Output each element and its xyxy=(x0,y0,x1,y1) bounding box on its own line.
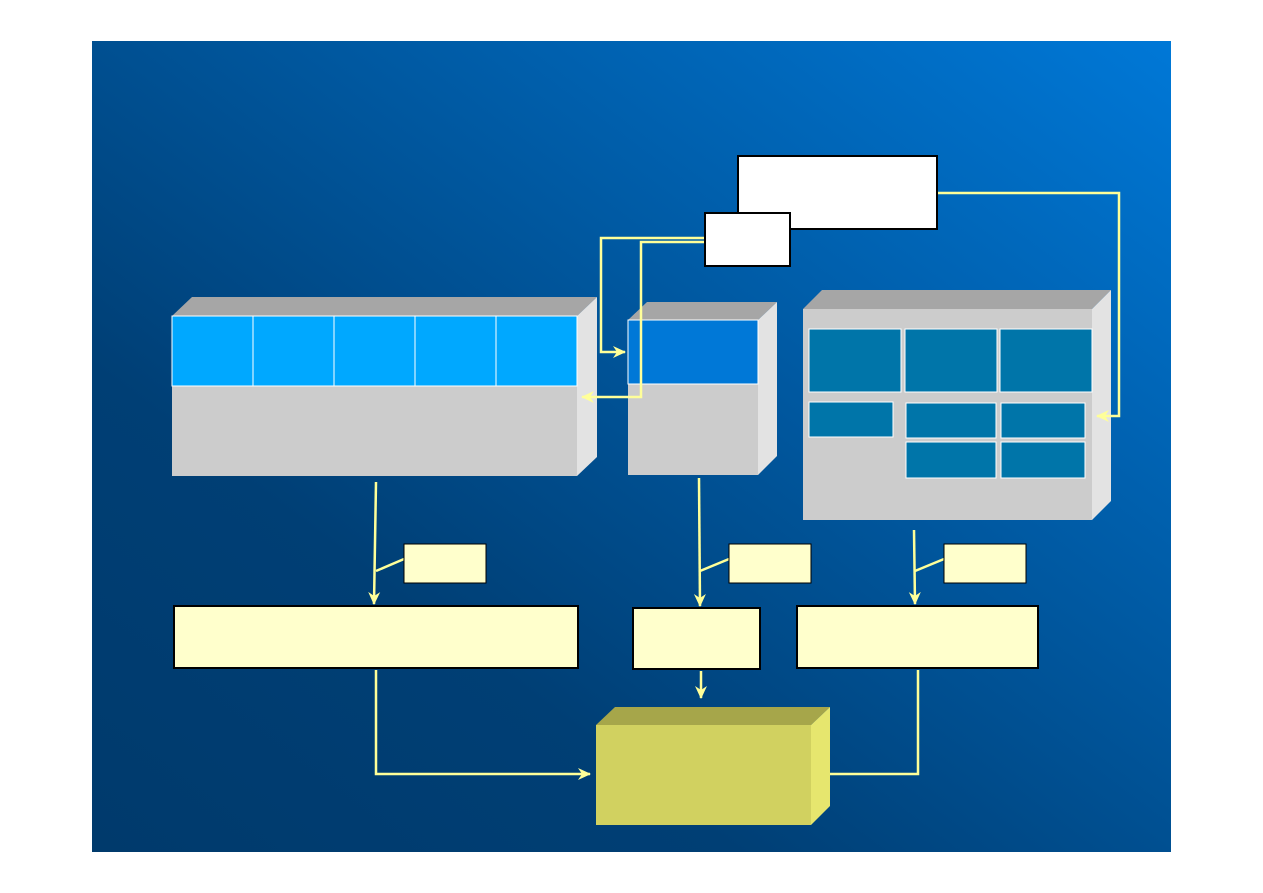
arrow-store-left-down xyxy=(368,481,381,605)
process-left xyxy=(173,605,579,669)
store-left-cell-5 xyxy=(495,315,578,387)
store-right-cell-6 xyxy=(1000,402,1086,439)
source-connectors xyxy=(581,191,1121,422)
arrow-store-right-down xyxy=(908,529,921,605)
store-right-cell-2 xyxy=(904,328,998,393)
store-left-cell-1 xyxy=(171,315,254,387)
arrow-process-left-to-target xyxy=(374,670,591,780)
tag-middle-leader xyxy=(699,557,730,573)
store-right-cell-4 xyxy=(808,401,894,438)
target-store xyxy=(596,707,830,825)
process-right xyxy=(796,605,1039,669)
store-right-cell-1 xyxy=(808,328,902,393)
source-box-small xyxy=(704,212,791,267)
connector-source-to-left xyxy=(581,240,705,403)
store-right-cell-7 xyxy=(905,441,997,479)
connector-source-to-right xyxy=(937,191,1121,422)
store-right-cell-5 xyxy=(905,402,997,439)
store-to-process-arrows xyxy=(368,477,945,607)
connector-source-to-middle xyxy=(599,236,705,358)
arrow-process-right-to-target xyxy=(817,670,920,780)
store-left-cell-3 xyxy=(333,315,416,387)
tag-middle xyxy=(728,543,812,584)
process-to-target-arrows xyxy=(374,670,920,780)
store-left-cells xyxy=(171,315,578,387)
store-left xyxy=(171,297,597,476)
tag-right-leader xyxy=(914,557,945,573)
store-left-cell-2 xyxy=(252,315,335,387)
tag-left xyxy=(403,543,487,584)
process-middle xyxy=(632,607,761,670)
store-left-cell-4 xyxy=(414,315,497,387)
tag-left-leader xyxy=(375,557,405,573)
tag-right xyxy=(943,543,1027,584)
store-right xyxy=(803,290,1111,520)
arrow-store-middle-down xyxy=(693,477,706,607)
store-middle-cell xyxy=(627,319,759,385)
store-right-cell-3 xyxy=(999,328,1093,393)
store-right-cell-8 xyxy=(1000,441,1086,479)
store-right-cells xyxy=(808,328,1093,479)
store-middle xyxy=(627,302,777,475)
